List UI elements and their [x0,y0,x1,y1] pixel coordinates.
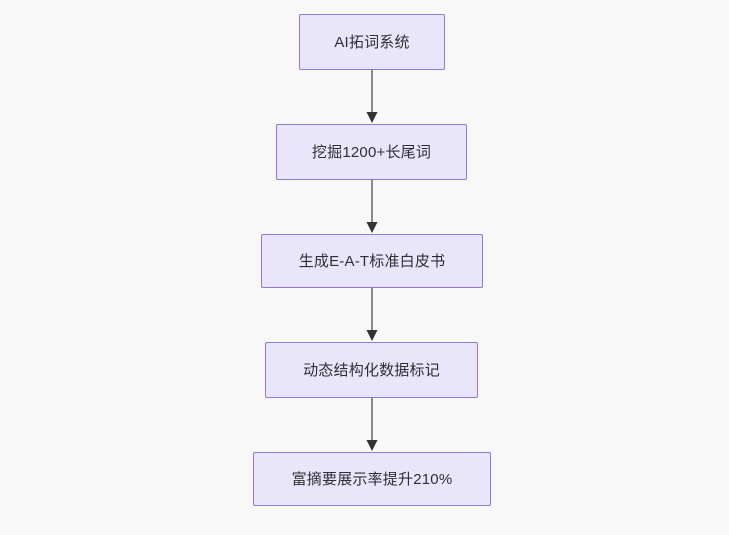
node-label: 富摘要展示率提升210% [291,470,453,488]
node-label: 挖掘1200+长尾词 [311,143,432,161]
connector-node4-node5 [360,398,384,452]
arrowhead-icon [366,112,378,123]
arrowhead-icon [366,222,378,233]
node-label: 生成E-A-T标准白皮书 [298,252,446,270]
connector-node3-node4 [360,288,384,342]
arrowhead-icon [366,330,378,341]
flowchart-node-rich-snippet-rate-increase[interactable]: 富摘要展示率提升210% [253,452,491,506]
flowchart-node-dynamic-structured-data-markup[interactable]: 动态结构化数据标记 [265,342,478,398]
flowchart-node-ai-keyword-system[interactable]: AI拓词系统 [299,14,445,70]
flowchart-node-mine-longtail-keywords[interactable]: 挖掘1200+长尾词 [276,124,467,180]
arrowhead-icon [366,440,378,451]
node-label: 动态结构化数据标记 [303,361,440,379]
connector-node2-node3 [360,180,384,234]
connector-node1-node2 [360,70,384,124]
node-label: AI拓词系统 [334,33,410,51]
flowchart-node-generate-eat-whitepaper[interactable]: 生成E-A-T标准白皮书 [261,234,483,288]
